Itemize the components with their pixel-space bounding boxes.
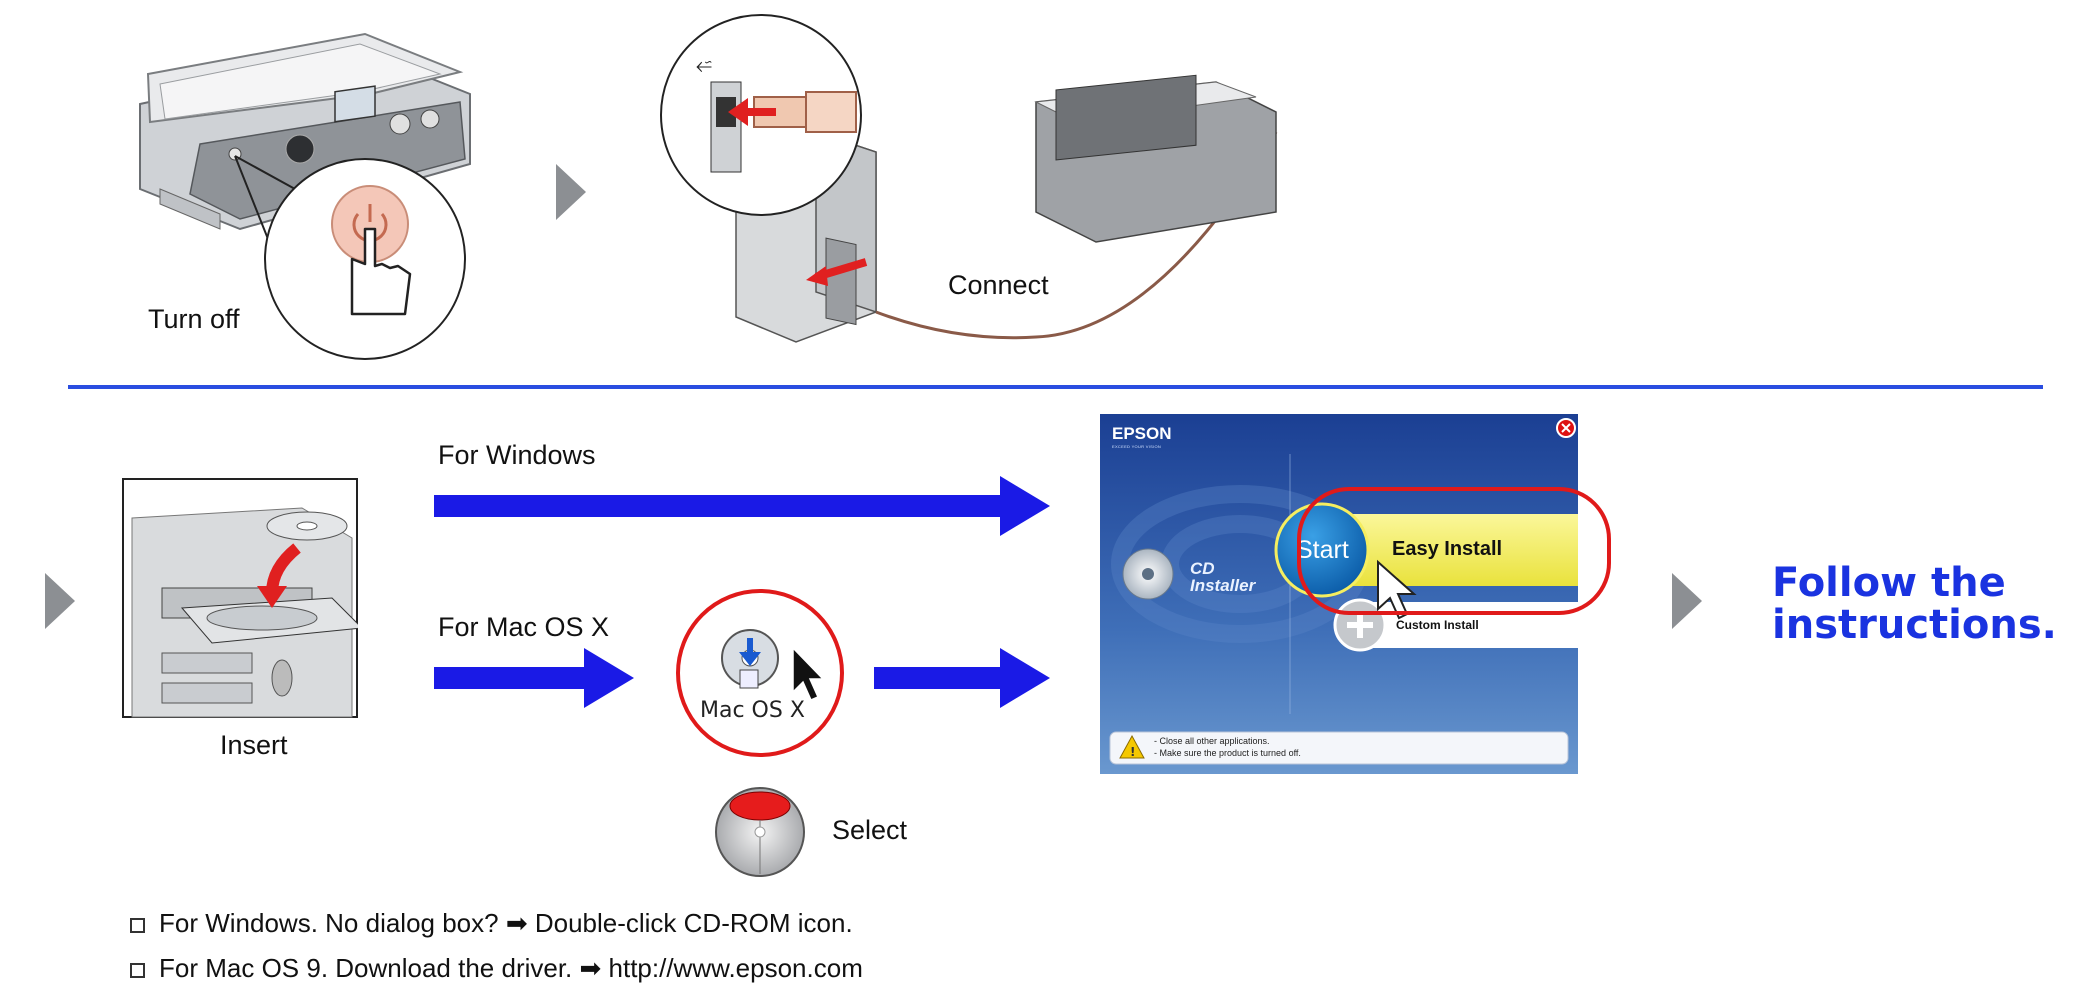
mac-os-x-icon-label: Mac OS X bbox=[700, 698, 805, 723]
checkbox-icon bbox=[130, 918, 145, 933]
follow-line-2: instructions. bbox=[1772, 602, 2057, 648]
cd-installer-title: CD Installer bbox=[1190, 560, 1255, 594]
note-windows-text: For Windows. No dialog box? ➡ Double-cli… bbox=[159, 908, 853, 938]
installer-dialog: ! EPSON EXCEED YOUR VISION CD Installer … bbox=[1100, 414, 1578, 774]
mac-os-x-icon bbox=[676, 589, 844, 757]
custom-install-button[interactable]: Custom Install bbox=[1336, 600, 1578, 650]
note-mac-os-9-text: For Mac OS 9. Download the driver. ➡ htt… bbox=[159, 953, 863, 983]
mac-os-x-installer-icon[interactable]: Mac OS X bbox=[675, 588, 845, 758]
section-divider bbox=[68, 385, 2043, 389]
note-windows: For Windows. No dialog box? ➡ Double-cli… bbox=[130, 908, 853, 939]
epson-logo: EPSON bbox=[1112, 424, 1172, 443]
turn-off-label: Turn off bbox=[148, 304, 240, 334]
mac-blue-arrow bbox=[434, 648, 634, 708]
mac-to-dialog-blue-arrow bbox=[874, 648, 1050, 708]
cd-installer-line1: CD bbox=[1190, 559, 1215, 578]
start-button-label: Start bbox=[1296, 536, 1349, 564]
easy-install-label: Easy Install bbox=[1392, 538, 1503, 560]
connect-label: Connect bbox=[948, 270, 1049, 300]
follow-instructions-text: Follow the instructions. bbox=[1772, 562, 2057, 646]
step-arrow-icon bbox=[1672, 573, 1702, 629]
note-mac-os-9: For Mac OS 9. Download the driver. ➡ htt… bbox=[130, 953, 863, 984]
warning-line-2: - Make sure the product is turned off. bbox=[1154, 748, 1301, 758]
step-arrow-icon bbox=[45, 573, 75, 629]
select-label: Select bbox=[832, 815, 908, 845]
mouse-button-icon bbox=[715, 787, 805, 877]
step-arrow-icon bbox=[556, 164, 586, 220]
easy-install-button[interactable]: Start Easy Install bbox=[1276, 504, 1578, 596]
installer-dialog-background: ! bbox=[1100, 414, 1578, 774]
svg-text:⭁: ⭁ bbox=[696, 53, 712, 77]
for-windows-label: For Windows bbox=[438, 440, 596, 470]
checkbox-icon bbox=[130, 963, 145, 978]
warning-line-1: - Close all other applications. bbox=[1154, 736, 1270, 746]
custom-install-label: Custom Install bbox=[1396, 618, 1479, 632]
epson-tagline: EXCEED YOUR VISION bbox=[1112, 444, 1162, 449]
insert-label: Insert bbox=[220, 730, 288, 760]
follow-line-1: Follow the bbox=[1772, 560, 2006, 606]
usb-connect-illustration: ⭁ bbox=[660, 14, 1278, 343]
for-mac-label: For Mac OS X bbox=[438, 612, 610, 642]
insert-cd-illustration bbox=[122, 478, 358, 718]
svg-text:!: ! bbox=[1130, 745, 1135, 759]
easy-install-highlight bbox=[1297, 487, 1611, 615]
printer-power-illustration bbox=[139, 32, 471, 360]
cd-installer-line2: Installer bbox=[1190, 576, 1256, 595]
windows-blue-arrow bbox=[434, 476, 1050, 536]
